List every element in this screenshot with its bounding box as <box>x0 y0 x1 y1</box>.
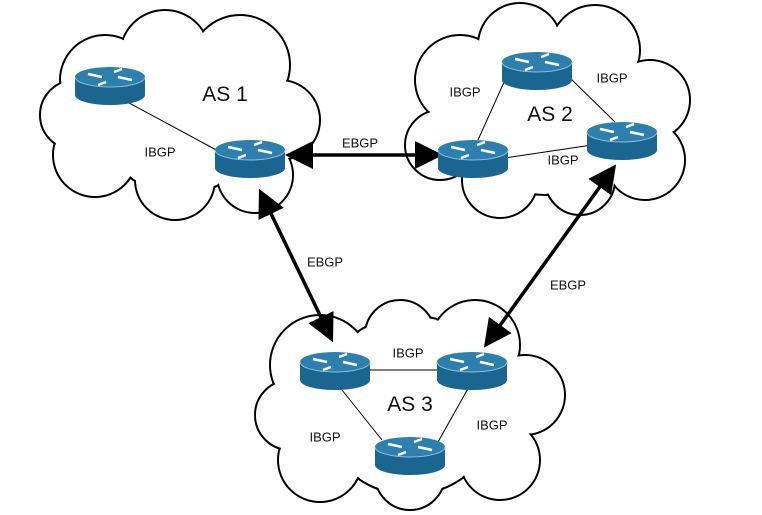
ibgp-line <box>569 77 616 123</box>
ebgp-links <box>258 141 617 348</box>
ibgp-label: IBGP <box>309 429 341 445</box>
router-icon <box>213 138 287 180</box>
router-icon <box>435 350 509 392</box>
ibgp-label: IBGP <box>596 70 628 86</box>
ibgp-line <box>337 384 383 441</box>
ebgp-arrow-as1-as3 <box>258 188 334 343</box>
ibgp-line <box>477 79 506 141</box>
ibgp-line <box>437 384 471 443</box>
router-icon <box>585 120 659 162</box>
ibgp-label: IBGP <box>547 152 579 168</box>
router-icon <box>73 65 147 107</box>
ibgp-line <box>119 97 221 153</box>
ibgp-label: IBGP <box>476 417 508 433</box>
ibgp-links <box>119 77 616 443</box>
ebgp-arrow-as2-as3 <box>483 164 617 348</box>
ibgp-line <box>504 144 593 159</box>
ibgp-label: IBGP <box>144 144 176 160</box>
as3-label: AS 3 <box>387 393 433 416</box>
as1-cloud <box>39 9 321 221</box>
router-icon <box>298 350 372 392</box>
as2-label: AS 2 <box>527 103 573 126</box>
router-icon <box>500 50 574 92</box>
ibgp-label: IBGP <box>449 84 481 100</box>
ibgp-label: IBGP <box>392 345 424 361</box>
router-icon <box>373 435 447 477</box>
ebgp-label: EBGP <box>341 135 379 151</box>
ebgp-label: EBGP <box>549 277 587 293</box>
router-icon <box>436 138 510 180</box>
as1-label: AS 1 <box>202 83 248 106</box>
ebgp-label: EBGP <box>306 254 344 270</box>
